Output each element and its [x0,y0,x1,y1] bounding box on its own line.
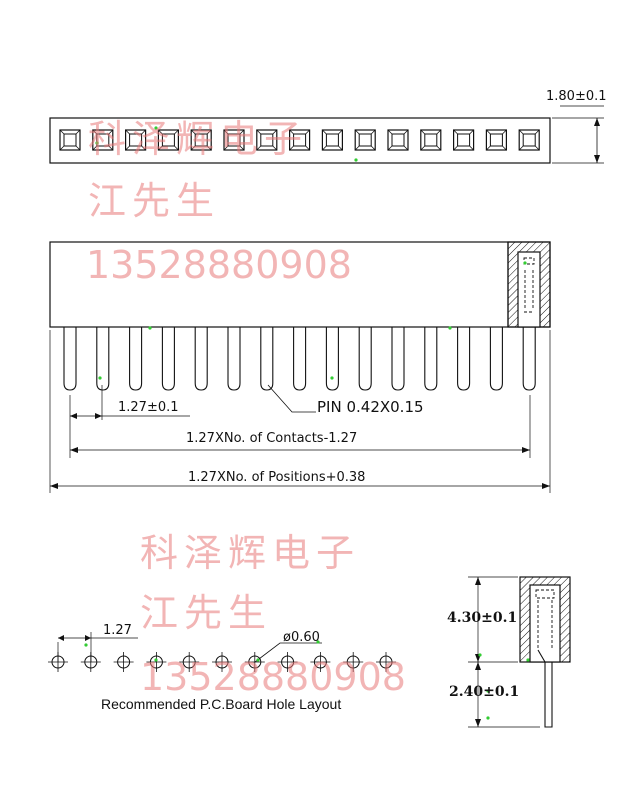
marker-dot [330,376,334,380]
marker-dot [95,141,99,145]
marker-dot [148,326,152,330]
marker-dot [448,326,452,330]
pitch-dimension-label: 1.27±0.1 [118,400,179,415]
contact-pin [63,327,77,391]
contact-cell [485,129,507,151]
pcb-layout-caption: Recommended P.C.Board Hole Layout [101,696,342,712]
marker-dot [316,640,320,644]
side-view-body [49,241,551,328]
tail-length-label: 2.40±0.1 [449,684,520,700]
marker-dot [98,376,102,380]
contact-pin [489,327,503,391]
side-view-pins [63,327,536,391]
contact-pin [161,327,175,391]
marker-dot [486,689,490,693]
pin-size-label: PIN 0.42X0.15 [317,398,424,416]
contact-pin [293,327,307,391]
marker-dot [256,658,260,662]
top-view-cells [59,129,540,151]
contact-cell [256,129,278,151]
top-view-body [49,117,551,164]
pcb-hole [113,652,134,672]
contact-pin [391,327,405,391]
contact-cell [387,129,409,151]
contact-cell [518,129,540,151]
side-view-cross-section [507,241,551,328]
contact-pin [522,327,536,391]
pcb-hole [212,652,232,672]
contact-cell [354,129,376,151]
contact-cell [321,129,343,151]
hole-diameter-label: ø0.60 [283,630,320,645]
height-dimension-label: 1.80±0.1 [546,89,607,104]
side-view [49,241,551,493]
contact-pin [424,327,438,391]
contact-cell [59,129,81,151]
top-view [49,105,604,164]
marker-dot [354,158,358,162]
marker-dots [84,126,530,720]
cross-section-view [468,576,571,728]
marker-dot [486,716,490,720]
contact-cell [289,129,311,151]
contact-pin [260,327,274,391]
marker-dot [526,658,530,662]
pcb-pitch-label: 1.27 [103,623,132,638]
contact-pin [194,327,208,391]
contact-cell [223,129,245,151]
pcb-hole [179,652,200,672]
contact-cell [453,129,475,151]
pcb-hole-layout [48,632,396,672]
marker-dot [154,126,158,130]
pcb-hole [244,652,265,672]
contact-pin [129,327,143,391]
marker-dot [84,643,88,647]
contact-pin [358,327,372,391]
positions-formula-label: 1.27XNo. of Positions+0.38 [188,470,366,485]
marker-dot [478,653,482,657]
marker-dot [154,658,158,662]
contact-cell [157,129,179,151]
pcb-hole [310,652,331,672]
contact-pin [457,327,471,391]
body-height-label: 4.30±0.1 [447,610,518,626]
contact-cell [92,129,114,151]
contacts-formula-label: 1.27XNo. of Contacts-1.27 [186,431,358,446]
pcb-hole [376,652,396,672]
contact-cell [190,129,212,151]
contact-cell [420,129,442,151]
marker-dot [523,261,527,265]
contact-pin [227,327,241,391]
pcb-hole [146,652,167,672]
pcb-hole [343,652,364,672]
contact-pin [325,327,339,391]
contact-pin [96,327,110,391]
pcb-hole [277,652,298,672]
contact-cell [124,129,147,151]
